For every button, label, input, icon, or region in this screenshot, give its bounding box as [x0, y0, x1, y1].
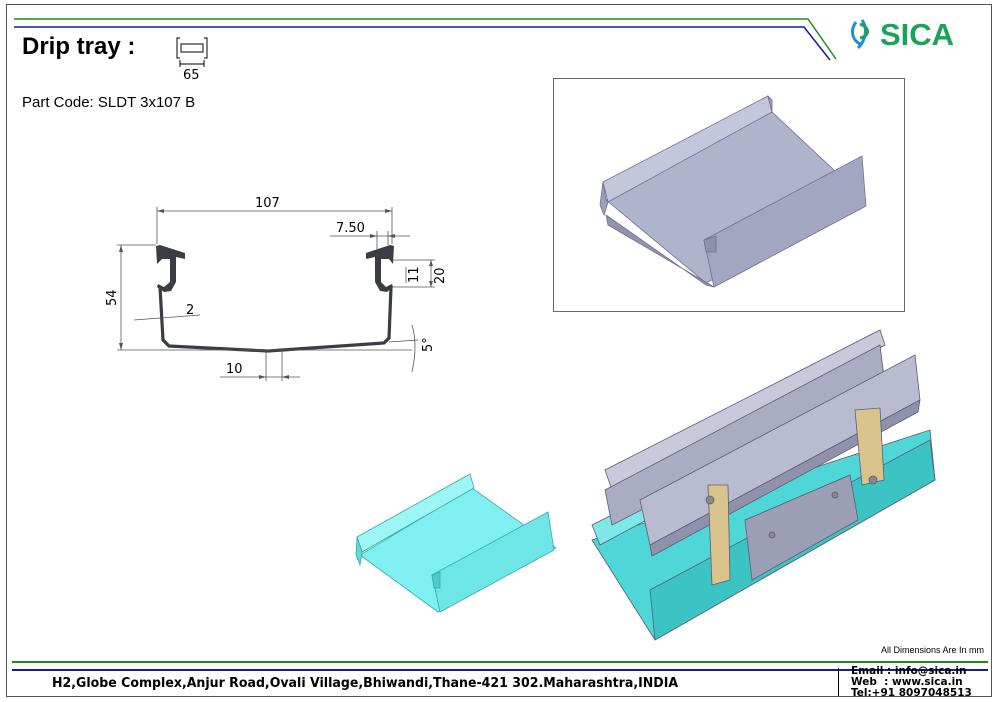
footer-divider [838, 668, 839, 696]
dim-floor-angle: 5° [421, 337, 436, 352]
product-image-frame [553, 78, 905, 312]
gray-tray-render [599, 94, 867, 288]
profile-thumbnail-icon [176, 37, 208, 67]
profile-left-hook [156, 245, 185, 292]
contact-web: Web : www.sica.in [851, 676, 963, 688]
header-lines [14, 18, 837, 61]
dim-thickness: 2 [186, 303, 194, 318]
assembly-render [591, 329, 936, 641]
dim-lip-offset: 7.50 [336, 221, 365, 236]
dimension-note: All Dimensions Are In mm [880, 645, 984, 655]
company-address: H2,Globe Complex,Anjur Road,Ovali Villag… [52, 675, 679, 691]
profile-body [158, 286, 393, 353]
profile-right-hook [366, 245, 394, 292]
dim-slot-outer: 20 [433, 267, 448, 284]
contact-email: Email : info@sica.in [851, 665, 967, 677]
page-title: Drip tray : [22, 33, 136, 60]
cyan-tray-render [355, 473, 557, 613]
contact-info: Email : info@sica.in Web : www.sica.in T… [851, 666, 972, 699]
footer-lines [12, 661, 988, 671]
sica-logo: SICA [848, 17, 954, 53]
contact-tel: Tel:+91 8097048513 [851, 687, 972, 699]
dim-slot-inner: 11 [407, 266, 422, 283]
dim-width: 107 [255, 196, 280, 211]
dim-height: 54 [105, 289, 120, 306]
sica-logo-icon [851, 19, 869, 50]
part-code: Part Code: SLDT 3x107 B [22, 94, 196, 111]
profile-section-drawing: 107 54 7.50 11 20 2 10 5° [105, 196, 448, 381]
thumbnail-dimension: 65 [183, 68, 200, 83]
logo-text: SICA [880, 17, 955, 52]
dim-center-flat: 10 [226, 362, 243, 377]
page-frame [6, 4, 992, 697]
